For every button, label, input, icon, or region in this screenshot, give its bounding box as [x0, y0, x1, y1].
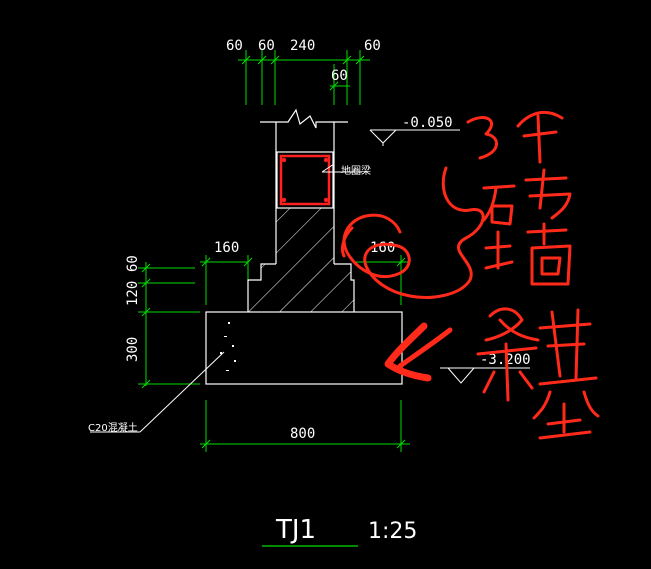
drawing-scale: 1:25	[368, 519, 417, 544]
ring-beam-label: 地圈梁	[341, 164, 371, 177]
elevation-bottom-symbol	[440, 367, 530, 384]
dim-top-240: 240	[290, 38, 315, 54]
elevation-top-symbol	[369, 129, 460, 146]
dimension-lines	[138, 50, 410, 452]
brick-wall-hatch	[248, 208, 354, 312]
handwritten-annotation	[340, 110, 600, 440]
dim-left-300: 300	[125, 337, 141, 362]
concrete-label: C20混凝土	[88, 421, 138, 434]
dim-left-120: 120	[125, 281, 141, 306]
concrete-leader	[90, 351, 225, 433]
concrete-specks	[220, 322, 236, 371]
dim-top-60-b: 60	[258, 38, 275, 54]
dim-step-left: 160	[214, 240, 239, 256]
structure-outline	[205, 108, 403, 385]
dim-left-60: 60	[125, 255, 141, 272]
dim-top-60-c: 60	[364, 38, 381, 54]
elevation-top-label: -0.050	[402, 115, 453, 131]
dim-bottom-800: 800	[290, 426, 315, 442]
dim-top-60-d: 60	[331, 68, 348, 84]
drawing-title: TJ1	[275, 515, 316, 545]
ring-beam	[276, 151, 334, 209]
dim-top-60-a: 60	[226, 38, 243, 54]
